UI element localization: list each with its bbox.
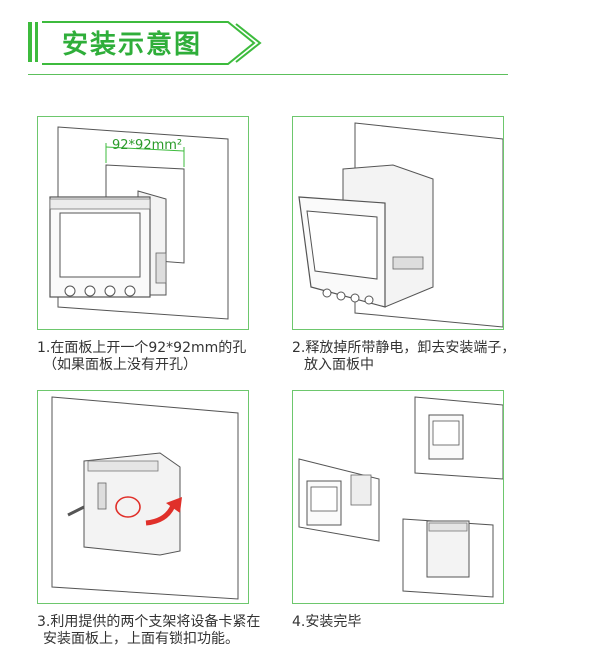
page-title: 安装示意图 xyxy=(62,30,203,60)
step-2-caption-line-2: 放入面板中 xyxy=(304,357,374,373)
section-header: 安装示意图 xyxy=(28,18,508,78)
header-accent-bar xyxy=(28,22,32,62)
step-3-caption-line-1: 3.利用提供的两个支架将设备卡紧在 xyxy=(37,614,261,630)
header-divider xyxy=(28,74,508,75)
step-2-illustration xyxy=(292,116,504,330)
step-2-caption-line-1: 2.释放掉所带静电，卸去安装端子， xyxy=(292,340,516,356)
installed-views-drawing xyxy=(298,396,503,598)
step-3-caption-line-2: 安装面板上，上面有锁扣功能。 xyxy=(43,631,239,647)
header-title-frame xyxy=(42,21,262,65)
step-4-caption-line-1: 4.安装完毕 xyxy=(292,614,362,630)
cutout-dimension-label: 92*92mm² xyxy=(112,138,183,153)
step-1-illustration: 92*92mm² xyxy=(37,116,249,330)
step-4-illustration xyxy=(292,390,504,604)
header-accent-bar xyxy=(35,22,38,62)
panel-cutout-drawing xyxy=(49,126,229,320)
step-1-caption-line-2: （如果面板上没有开孔） xyxy=(43,357,197,373)
step-1-caption-line-1: 1.在面板上开一个92*92mm的孔 xyxy=(37,340,247,356)
device-insertion-drawing xyxy=(298,122,503,328)
step-3-illustration xyxy=(37,390,249,604)
bracket-clamping-drawing xyxy=(51,396,239,600)
